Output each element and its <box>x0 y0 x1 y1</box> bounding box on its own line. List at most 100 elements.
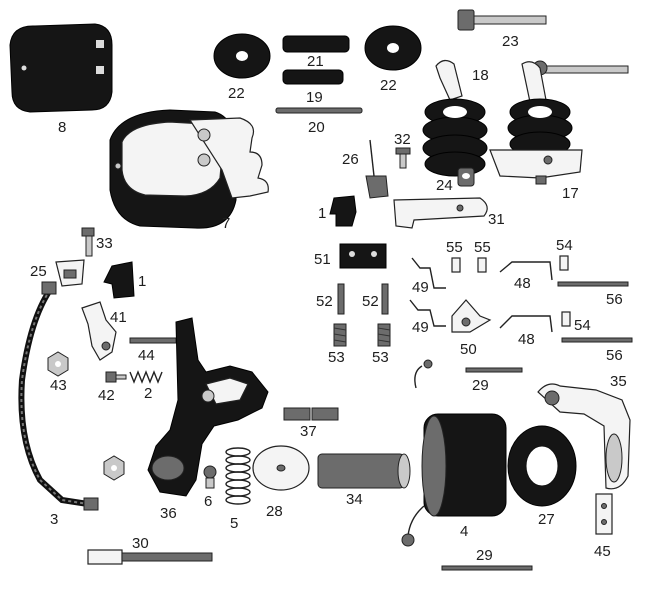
label-51: 51 <box>314 251 331 268</box>
label-48-upper: 48 <box>514 275 531 292</box>
label-54-lower: 54 <box>574 317 591 334</box>
label-4: 4 <box>460 523 468 540</box>
part-7-housing <box>109 109 269 229</box>
part-49-bracket-lower <box>409 299 446 327</box>
part-1-bracket-top <box>329 195 357 227</box>
label-22-left: 22 <box>228 85 245 102</box>
label-44: 44 <box>138 347 155 364</box>
part-4-coil <box>401 359 507 547</box>
label-56-upper: 56 <box>606 291 623 308</box>
label-5: 5 <box>230 515 238 532</box>
part-21-sleeve <box>282 35 350 53</box>
label-55-left: 55 <box>446 239 463 256</box>
part-56-rod-lower <box>561 337 633 343</box>
label-29-lower: 29 <box>476 547 493 564</box>
part-2-spring <box>129 370 163 384</box>
part-52-pin-right <box>381 283 389 315</box>
part-35-bracket <box>537 383 631 490</box>
part-3-cable <box>18 281 99 511</box>
part-1-bracket-left <box>103 261 135 299</box>
label-49-lower: 49 <box>412 319 429 336</box>
part-nut-hex <box>103 455 125 481</box>
label-6: 6 <box>204 493 212 510</box>
part-45-clip <box>595 493 613 535</box>
part-41-latch <box>81 301 117 361</box>
part-56-rod-upper <box>557 281 629 287</box>
label-54-upper: 54 <box>556 237 573 254</box>
part-5-spring <box>225 447 251 505</box>
part-22-washer-right <box>364 25 422 71</box>
part-28-disc <box>252 445 310 491</box>
label-42: 42 <box>98 387 115 404</box>
label-8: 8 <box>58 119 66 136</box>
part-54-tab-upper <box>559 255 569 271</box>
label-30: 30 <box>132 535 149 552</box>
part-48-bracket-lower <box>499 315 553 333</box>
label-20: 20 <box>308 119 325 136</box>
part-29-rod-upper <box>465 367 523 373</box>
part-54-tab-lower <box>561 311 571 327</box>
label-18: 18 <box>472 67 489 84</box>
part-53-spring-left <box>333 323 347 347</box>
label-33: 33 <box>96 235 113 252</box>
part-26-clip <box>365 139 389 199</box>
label-1-top: 1 <box>318 205 326 222</box>
label-7: 7 <box>222 215 230 232</box>
label-31: 31 <box>488 211 505 228</box>
part-42-screw <box>105 371 127 383</box>
part-23-bolt <box>457 9 547 31</box>
part-29-rod-lower <box>441 565 533 571</box>
label-1-left: 1 <box>138 273 146 290</box>
part-50-plate <box>451 299 492 333</box>
part-31-bracket <box>393 197 488 229</box>
label-17: 17 <box>562 185 579 202</box>
label-45: 45 <box>594 543 611 560</box>
part-22-washer-left <box>213 33 271 79</box>
label-22-right: 22 <box>380 77 397 94</box>
part-44-pin <box>129 337 177 344</box>
label-43: 43 <box>50 377 67 394</box>
label-35: 35 <box>610 373 627 390</box>
label-55-right: 55 <box>474 239 491 256</box>
label-37: 37 <box>300 423 317 440</box>
label-52-right: 52 <box>362 293 379 310</box>
label-32: 32 <box>394 131 411 148</box>
part-17-spring-bracket <box>489 60 629 185</box>
part-48-bracket-upper <box>499 261 553 281</box>
part-53-spring-right <box>377 323 391 347</box>
label-53-right: 53 <box>372 349 389 366</box>
label-27: 27 <box>538 511 555 528</box>
part-27-washer <box>507 425 577 507</box>
part-52-pin-left <box>337 283 345 315</box>
label-19: 19 <box>306 89 323 106</box>
label-48-lower: 48 <box>518 331 535 348</box>
part-20-pin <box>275 107 363 114</box>
part-8-cover-plate <box>9 23 113 113</box>
label-28: 28 <box>266 503 283 520</box>
label-50: 50 <box>460 341 477 358</box>
label-24: 24 <box>436 177 453 194</box>
part-51-terminal-block <box>339 243 387 269</box>
part-25-clamp <box>55 259 85 287</box>
part-55-tab-right <box>477 257 487 273</box>
part-24-nut <box>457 167 475 187</box>
part-37-bars <box>283 407 339 421</box>
label-53-left: 53 <box>328 349 345 366</box>
label-25: 25 <box>30 263 47 280</box>
part-33-screw <box>81 227 95 257</box>
label-23: 23 <box>502 33 519 50</box>
label-3: 3 <box>50 511 58 528</box>
label-52-left: 52 <box>316 293 333 310</box>
part-6-adjuster <box>203 465 217 489</box>
label-49-upper: 49 <box>412 279 429 296</box>
part-18-spring <box>422 59 488 177</box>
part-30-bolt <box>87 549 213 565</box>
label-26: 26 <box>342 151 359 168</box>
label-34: 34 <box>346 491 363 508</box>
part-34-plunger <box>317 453 411 489</box>
label-2: 2 <box>144 385 152 402</box>
part-36-lever <box>147 317 269 497</box>
part-55-tab-left <box>451 257 461 273</box>
label-21: 21 <box>307 53 324 70</box>
